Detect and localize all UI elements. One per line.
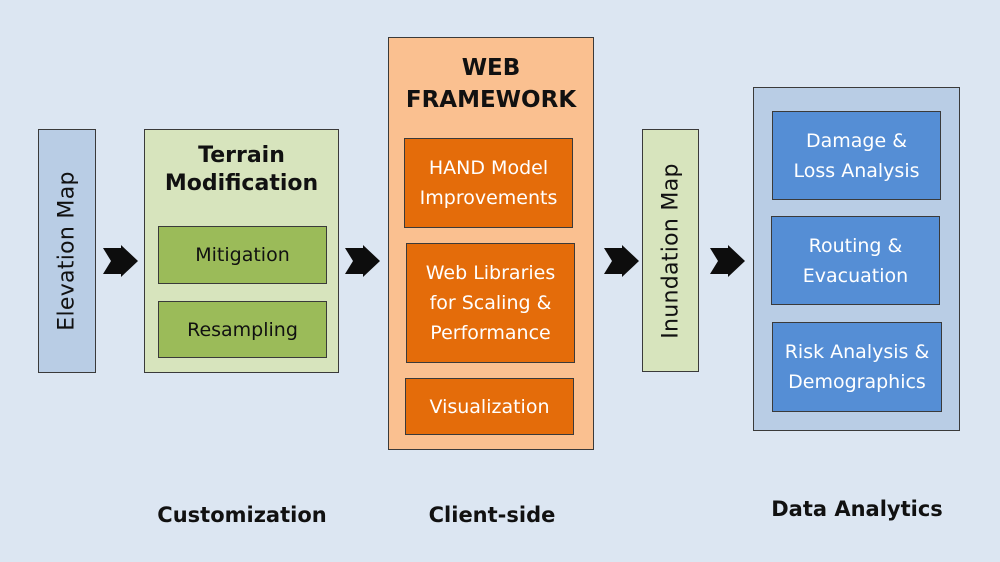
arrow-right-icon xyxy=(710,245,745,277)
routing-evacuation-label-line1: Routing & xyxy=(808,234,903,257)
arrow-right-icon xyxy=(604,245,639,277)
visualization-label: Visualization xyxy=(429,395,550,418)
caption-customization: Customization xyxy=(157,503,327,527)
web-libraries-label-line1: Web Libraries xyxy=(425,262,556,284)
inundation-map-box: Inundation Map xyxy=(642,129,699,372)
terrain-modification-title: Terrain Modification xyxy=(164,143,319,196)
risk-demographics-label-line2: Demographics xyxy=(788,371,926,393)
caption-data-analytics: Data Analytics xyxy=(771,497,943,521)
routing-evacuation-box: Routing & Evacuation xyxy=(771,216,940,305)
web-libraries-label-line2: for Scaling & xyxy=(429,292,552,314)
elevation-map-box: Elevation Map xyxy=(38,129,96,373)
web-libraries-label-line3: Performance xyxy=(430,322,551,344)
web-libraries-box: Web Libraries for Scaling & Performance xyxy=(406,243,575,363)
visualization-box: Visualization xyxy=(405,378,574,435)
arrow-right-icon xyxy=(345,245,380,277)
routing-evacuation-label-line2: Evacuation xyxy=(802,264,909,287)
damage-loss-box: Damage & Loss Analysis xyxy=(772,111,941,200)
mitigation-box: Mitigation xyxy=(158,226,327,284)
inundation-map-label: Inundation Map xyxy=(658,162,683,339)
hand-model-label-line1: HAND Model xyxy=(428,157,549,179)
risk-demographics-label-line1: Risk Analysis & xyxy=(784,341,930,363)
resampling-box: Resampling xyxy=(158,301,327,358)
elevation-map-label: Elevation Map xyxy=(54,171,80,331)
web-framework-title: WEB FRAMEWORK xyxy=(405,55,577,113)
damage-loss-label-line2: Loss Analysis xyxy=(793,159,920,182)
resampling-label: Resampling xyxy=(187,318,298,341)
arrow-right-icon xyxy=(103,245,138,277)
risk-demographics-box: Risk Analysis & Demographics xyxy=(772,322,942,412)
mitigation-label: Mitigation xyxy=(195,244,290,266)
hand-model-label-line2: Improvements xyxy=(419,187,558,209)
caption-client-side: Client-side xyxy=(428,503,556,527)
damage-loss-label-line1: Damage & xyxy=(805,129,908,152)
hand-model-box: HAND Model Improvements xyxy=(404,138,573,228)
